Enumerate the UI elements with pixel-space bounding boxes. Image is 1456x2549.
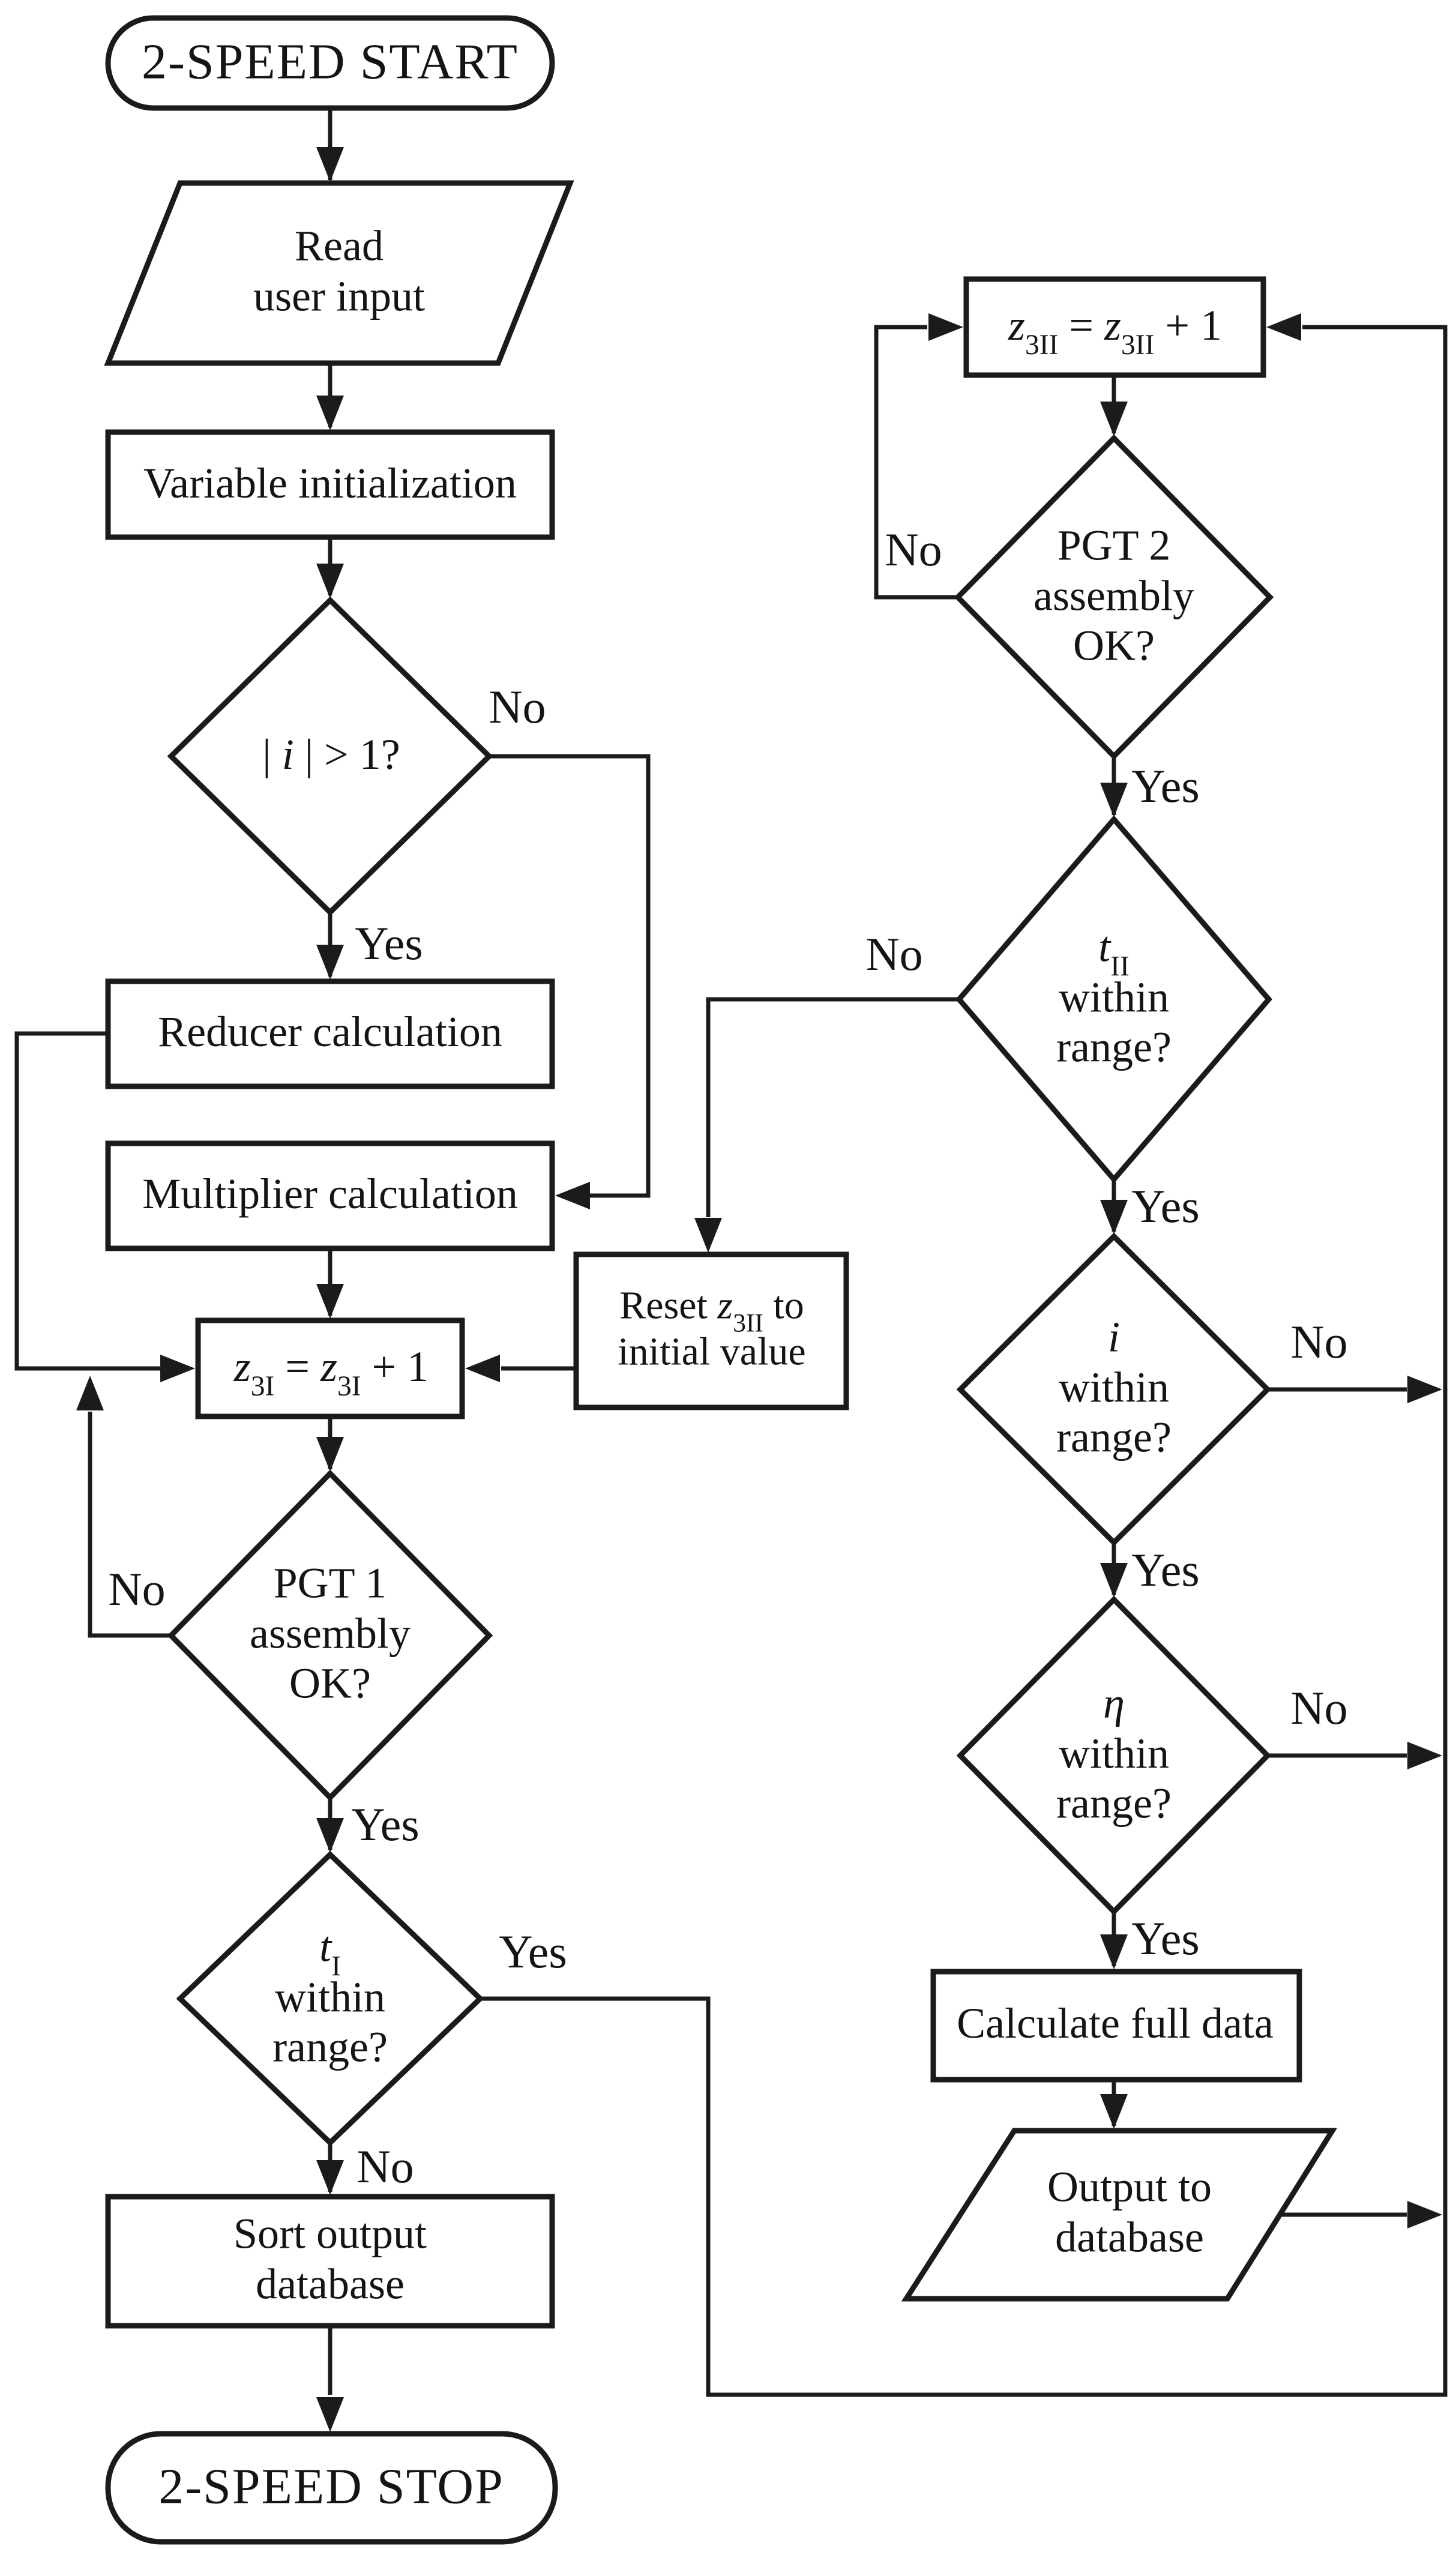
label-eta-yes: Yes xyxy=(1131,1912,1200,1964)
label-tii-no: No xyxy=(865,927,923,980)
variable-initialization-label: Variable initialization xyxy=(143,459,517,508)
edge-absi-multiplier-no xyxy=(489,754,651,1198)
calculate-full-data-label: Calculate full data xyxy=(957,1999,1274,2048)
pgt2-decision-label: PGT 2 assembly OK? xyxy=(1033,521,1194,670)
multiplier-calculation-label: Multiplier calculation xyxy=(142,1170,518,1218)
reset-z3ii-shape xyxy=(573,1251,849,1410)
arrowhead xyxy=(1266,313,1301,341)
arrowhead xyxy=(316,564,344,598)
reducer-calculation-label: Reducer calculation xyxy=(158,1008,502,1056)
eta-range-decision-shape xyxy=(956,1595,1272,1916)
label-i-range-yes: Yes xyxy=(1131,1543,1200,1596)
tii-decision-shape xyxy=(955,815,1272,1184)
stop-terminator-shape xyxy=(105,2431,558,2545)
arrowhead xyxy=(555,1182,590,1209)
edge-reducer-z3i-feedback xyxy=(14,1031,160,1371)
edge-ti-z3ii-yes xyxy=(480,325,1448,2397)
arrowhead xyxy=(316,1437,344,1472)
arrowhead xyxy=(316,2397,344,2432)
start-terminator-label: 2-SPEED START xyxy=(142,34,519,90)
z3i-increment-label: z3I = z3I + 1 xyxy=(233,1343,429,1403)
ti-decision-label: tI within range? xyxy=(272,1922,388,2071)
arrowhead xyxy=(1407,1376,1442,1403)
edge-pgt1-no-feedback xyxy=(88,1412,171,1638)
label-tii-yes: Yes xyxy=(1131,1179,1200,1232)
arrowhead xyxy=(316,2160,344,2195)
pgt1-decision-shape xyxy=(167,1469,493,1802)
arrowhead xyxy=(1407,1742,1442,1769)
arrowhead xyxy=(694,1218,722,1253)
eta-range-decision-label: η within range? xyxy=(1056,1679,1172,1828)
arrowhead xyxy=(316,147,344,182)
arrowhead xyxy=(1100,1563,1128,1598)
arrowhead xyxy=(1407,2201,1442,2228)
edge-pgt2-z3ii-no xyxy=(874,325,958,600)
arrowhead xyxy=(160,1355,195,1382)
ti-decision-shape xyxy=(176,1850,484,2147)
label-pgt2-no: No xyxy=(885,523,942,576)
label-abs-i-no: No xyxy=(489,680,546,733)
arrowhead xyxy=(1100,402,1128,436)
edge-tii-reset-no xyxy=(706,997,959,1217)
tii-decision-label: tII within range? xyxy=(1056,922,1172,1071)
sort-output-label: Sort output database xyxy=(233,2209,427,2308)
reducer-calculation-shape xyxy=(105,978,555,1089)
i-range-decision-label: i within range? xyxy=(1056,1313,1172,1461)
label-pgt1-yes: Yes xyxy=(351,1798,420,1850)
stop-terminator-label: 2-SPEED STOP xyxy=(158,2458,504,2515)
z3i-increment-shape xyxy=(195,1317,465,1419)
read-input-label: Read user input xyxy=(253,221,425,320)
arrowhead xyxy=(1100,783,1128,817)
variable-initialization-shape xyxy=(105,429,555,540)
arrowheads xyxy=(76,147,1442,2432)
abs-i-decision-label: | i | > 1? xyxy=(262,730,400,779)
arrowhead xyxy=(316,1818,344,1853)
pgt1-decision-label: PGT 1 assembly OK? xyxy=(250,1559,411,1708)
arrowhead xyxy=(316,396,344,430)
arrowhead xyxy=(1100,2094,1128,2129)
output-database-label: Output to database xyxy=(1047,2162,1212,2261)
label-eta-no: No xyxy=(1290,1681,1348,1734)
calculate-full-data-shape xyxy=(930,1969,1302,2083)
arrowhead xyxy=(316,1284,344,1319)
arrowhead xyxy=(1100,1934,1128,1969)
node-shapes xyxy=(104,15,1338,2545)
label-ti-yes: Yes xyxy=(499,1925,567,1978)
multiplier-calculation-shape xyxy=(105,1140,555,1251)
abs-i-decision-shape xyxy=(167,596,493,916)
label-ti-no: No xyxy=(356,2140,414,2192)
arrowhead xyxy=(76,1376,104,1410)
z3ii-increment-shape xyxy=(963,276,1266,378)
reset-z3ii-label: Reset z3II to initial value xyxy=(618,1283,806,1373)
arrowhead xyxy=(316,945,344,980)
read-input-io-shape xyxy=(104,180,574,366)
arrowhead xyxy=(465,1355,500,1382)
sort-output-shape xyxy=(105,2194,555,2329)
output-database-io-shape xyxy=(901,2128,1338,2302)
label-pgt2-yes: Yes xyxy=(1131,759,1200,812)
label-pgt1-no: No xyxy=(108,1562,166,1615)
i-range-decision-shape xyxy=(956,1232,1272,1547)
label-i-range-no: No xyxy=(1290,1315,1348,1368)
start-terminator-shape xyxy=(105,15,555,111)
arrowhead xyxy=(1100,1200,1128,1235)
arrowhead xyxy=(928,313,963,341)
label-abs-i-yes: Yes xyxy=(355,916,423,969)
z3ii-increment-label: z3II = z3II + 1 xyxy=(1008,301,1223,361)
pgt2-decision-shape xyxy=(954,434,1274,760)
